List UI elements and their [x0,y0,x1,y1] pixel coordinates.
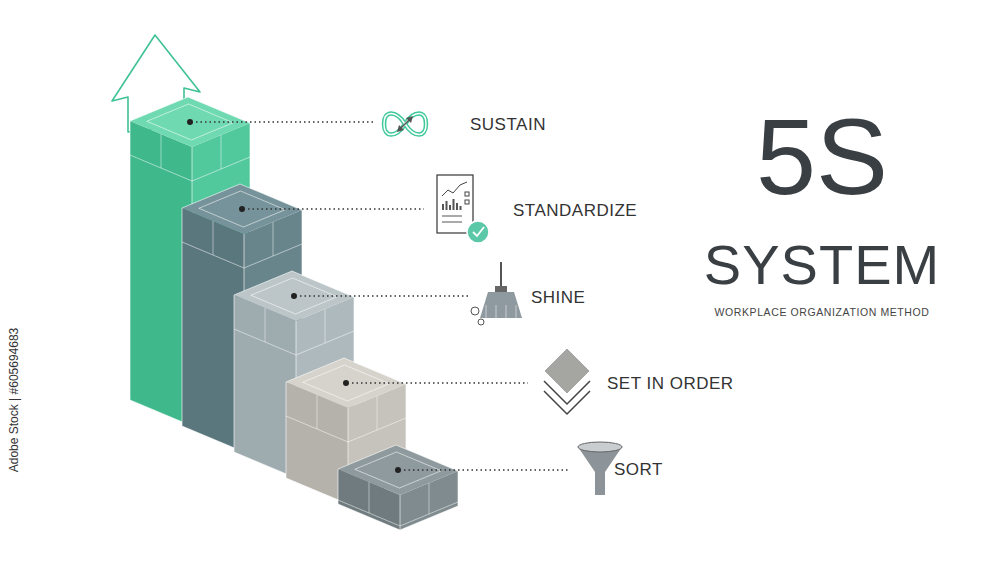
block-top-inset [147,104,233,140]
infinity-loop [384,114,426,135]
chart-bar [460,206,462,210]
leader-line [196,121,374,122]
block-top-inset [251,278,337,314]
block-face-line [221,135,222,169]
shine-icon [471,262,522,325]
broom-handle [500,262,502,288]
chart-bar [453,199,455,210]
block-face-line [161,134,162,168]
layer-chevron [544,391,590,414]
block-face-line [377,396,378,430]
broom-bristle [516,305,517,318]
block-face-line [317,395,318,429]
step-label: SUSTAIN [470,116,546,133]
title-number: 5S [756,103,888,211]
watermark: Adobe Stock | #605694683 [8,328,20,473]
text-line [442,216,462,217]
bubble [478,319,484,325]
step-label: SORT [614,461,663,478]
chart-bar [456,203,458,210]
block-face-line [130,155,250,181]
block-outline [338,445,458,530]
checkbox [465,192,469,196]
step-label: SHINE [531,289,585,306]
broom-band [495,286,507,292]
text-line [442,222,462,223]
broom-bristle [486,305,487,318]
check-mark [473,227,484,236]
block-face-line [429,483,430,514]
leader-dot [239,206,245,212]
chart-bar [446,201,448,210]
title-word: SYSTEM [704,237,940,293]
step-label: STANDARDIZE [513,202,637,219]
block-face-line [273,222,274,256]
block-face-line [286,416,406,442]
step-blocks [130,97,458,530]
funnel-rim [578,442,622,452]
block-face-line [182,242,302,268]
broom-bristle [506,305,507,318]
broom-head [480,292,522,318]
leader-line [404,469,568,470]
subtitle: WORKPLACE ORGANIZATION METHOD [715,307,930,318]
block-top-inset [355,452,441,488]
leader-line [352,382,528,383]
block-face-line [234,329,354,355]
bubble [471,307,479,315]
block-face-line [213,221,214,255]
block-face-line [369,482,370,513]
checkbox [465,200,469,204]
block-face-line [325,309,326,343]
leader-dot [291,293,297,299]
block-top-inset [199,191,285,227]
leader-line [300,295,468,296]
set-in-order-icon [544,348,590,414]
leader-dot [187,119,193,125]
block-face-line [265,308,266,342]
loop-arrowhead [397,125,404,132]
chart-bar [449,205,451,210]
infinity-inner [384,114,426,135]
document [437,175,473,233]
step-label: SET IN ORDER [607,375,734,392]
leader-line [248,208,424,209]
broom-bristle [496,305,497,318]
sustain-icon [384,114,426,135]
chart-line [442,182,467,196]
leader-dot [395,467,401,473]
step-block [338,445,458,530]
standardize-icon [437,175,489,243]
check-badge [467,221,489,243]
block-edge [400,495,401,530]
chart-bar [442,204,444,210]
layer-chevron [544,381,590,404]
leader-dot [343,380,349,386]
block-top-inset [303,365,389,401]
loop-arrowhead [406,116,413,123]
